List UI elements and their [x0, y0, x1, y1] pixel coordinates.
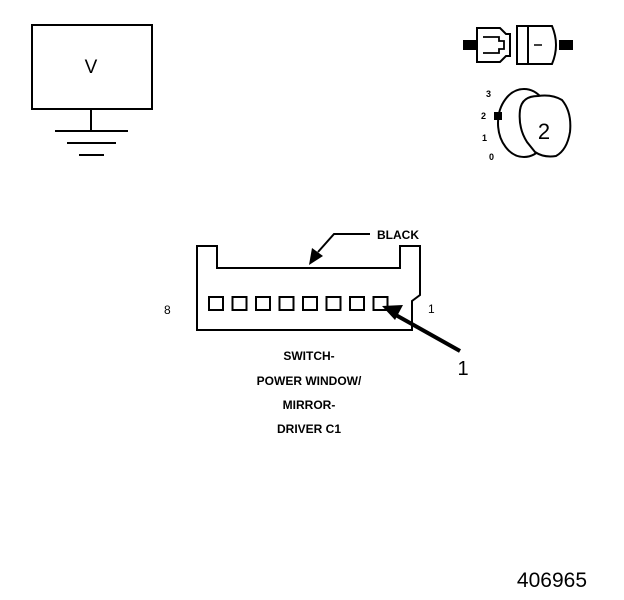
pin-cavity — [302, 296, 318, 311]
connector-housing — [196, 245, 421, 331]
voltmeter-symbol: V — [85, 57, 98, 78]
probe-tool-icon — [463, 25, 573, 65]
key-position-3: 3 — [486, 89, 491, 99]
connector-name-line-4: DRIVER C1 — [277, 422, 341, 436]
key-position-2: 2 — [481, 111, 486, 121]
pin-label-left: 8 — [164, 303, 171, 317]
pin-cavity — [349, 296, 365, 311]
ignition-switch-icon: 3 2 1 0 2 — [481, 88, 572, 162]
connector-pins — [208, 296, 389, 311]
color-label: BLACK — [377, 228, 419, 242]
callout-leader-line — [393, 312, 461, 353]
pin-cavity — [208, 296, 224, 311]
connector-name-line-1: SWITCH- — [283, 349, 334, 363]
callout-arrowhead — [382, 305, 403, 320]
connector-name-line-2: POWER WINDOW/ — [257, 374, 362, 388]
connector-c1: 8 1 BLACK 1 — [164, 228, 469, 380]
key-number: 2 — [538, 119, 550, 144]
key-position-0: 0 — [489, 152, 494, 162]
key-position-1: 1 — [482, 133, 487, 143]
figure-id: 406965 — [517, 569, 587, 592]
pin-label-right: 1 — [428, 302, 435, 316]
pin-cavity — [278, 296, 295, 311]
voltmeter: V — [31, 24, 153, 156]
callout-number: 1 — [457, 358, 468, 380]
connector-name: SWITCH- POWER WINDOW/ MIRROR- DRIVER C1 — [257, 349, 362, 436]
pin-cavity — [325, 296, 342, 311]
color-leader-line — [317, 233, 370, 253]
ground-icon — [55, 130, 128, 156]
color-leader-arrowhead — [309, 248, 323, 265]
pin-cavity — [255, 296, 271, 311]
pin-cavity — [231, 296, 248, 311]
connector-name-line-3: MIRROR- — [283, 398, 336, 412]
